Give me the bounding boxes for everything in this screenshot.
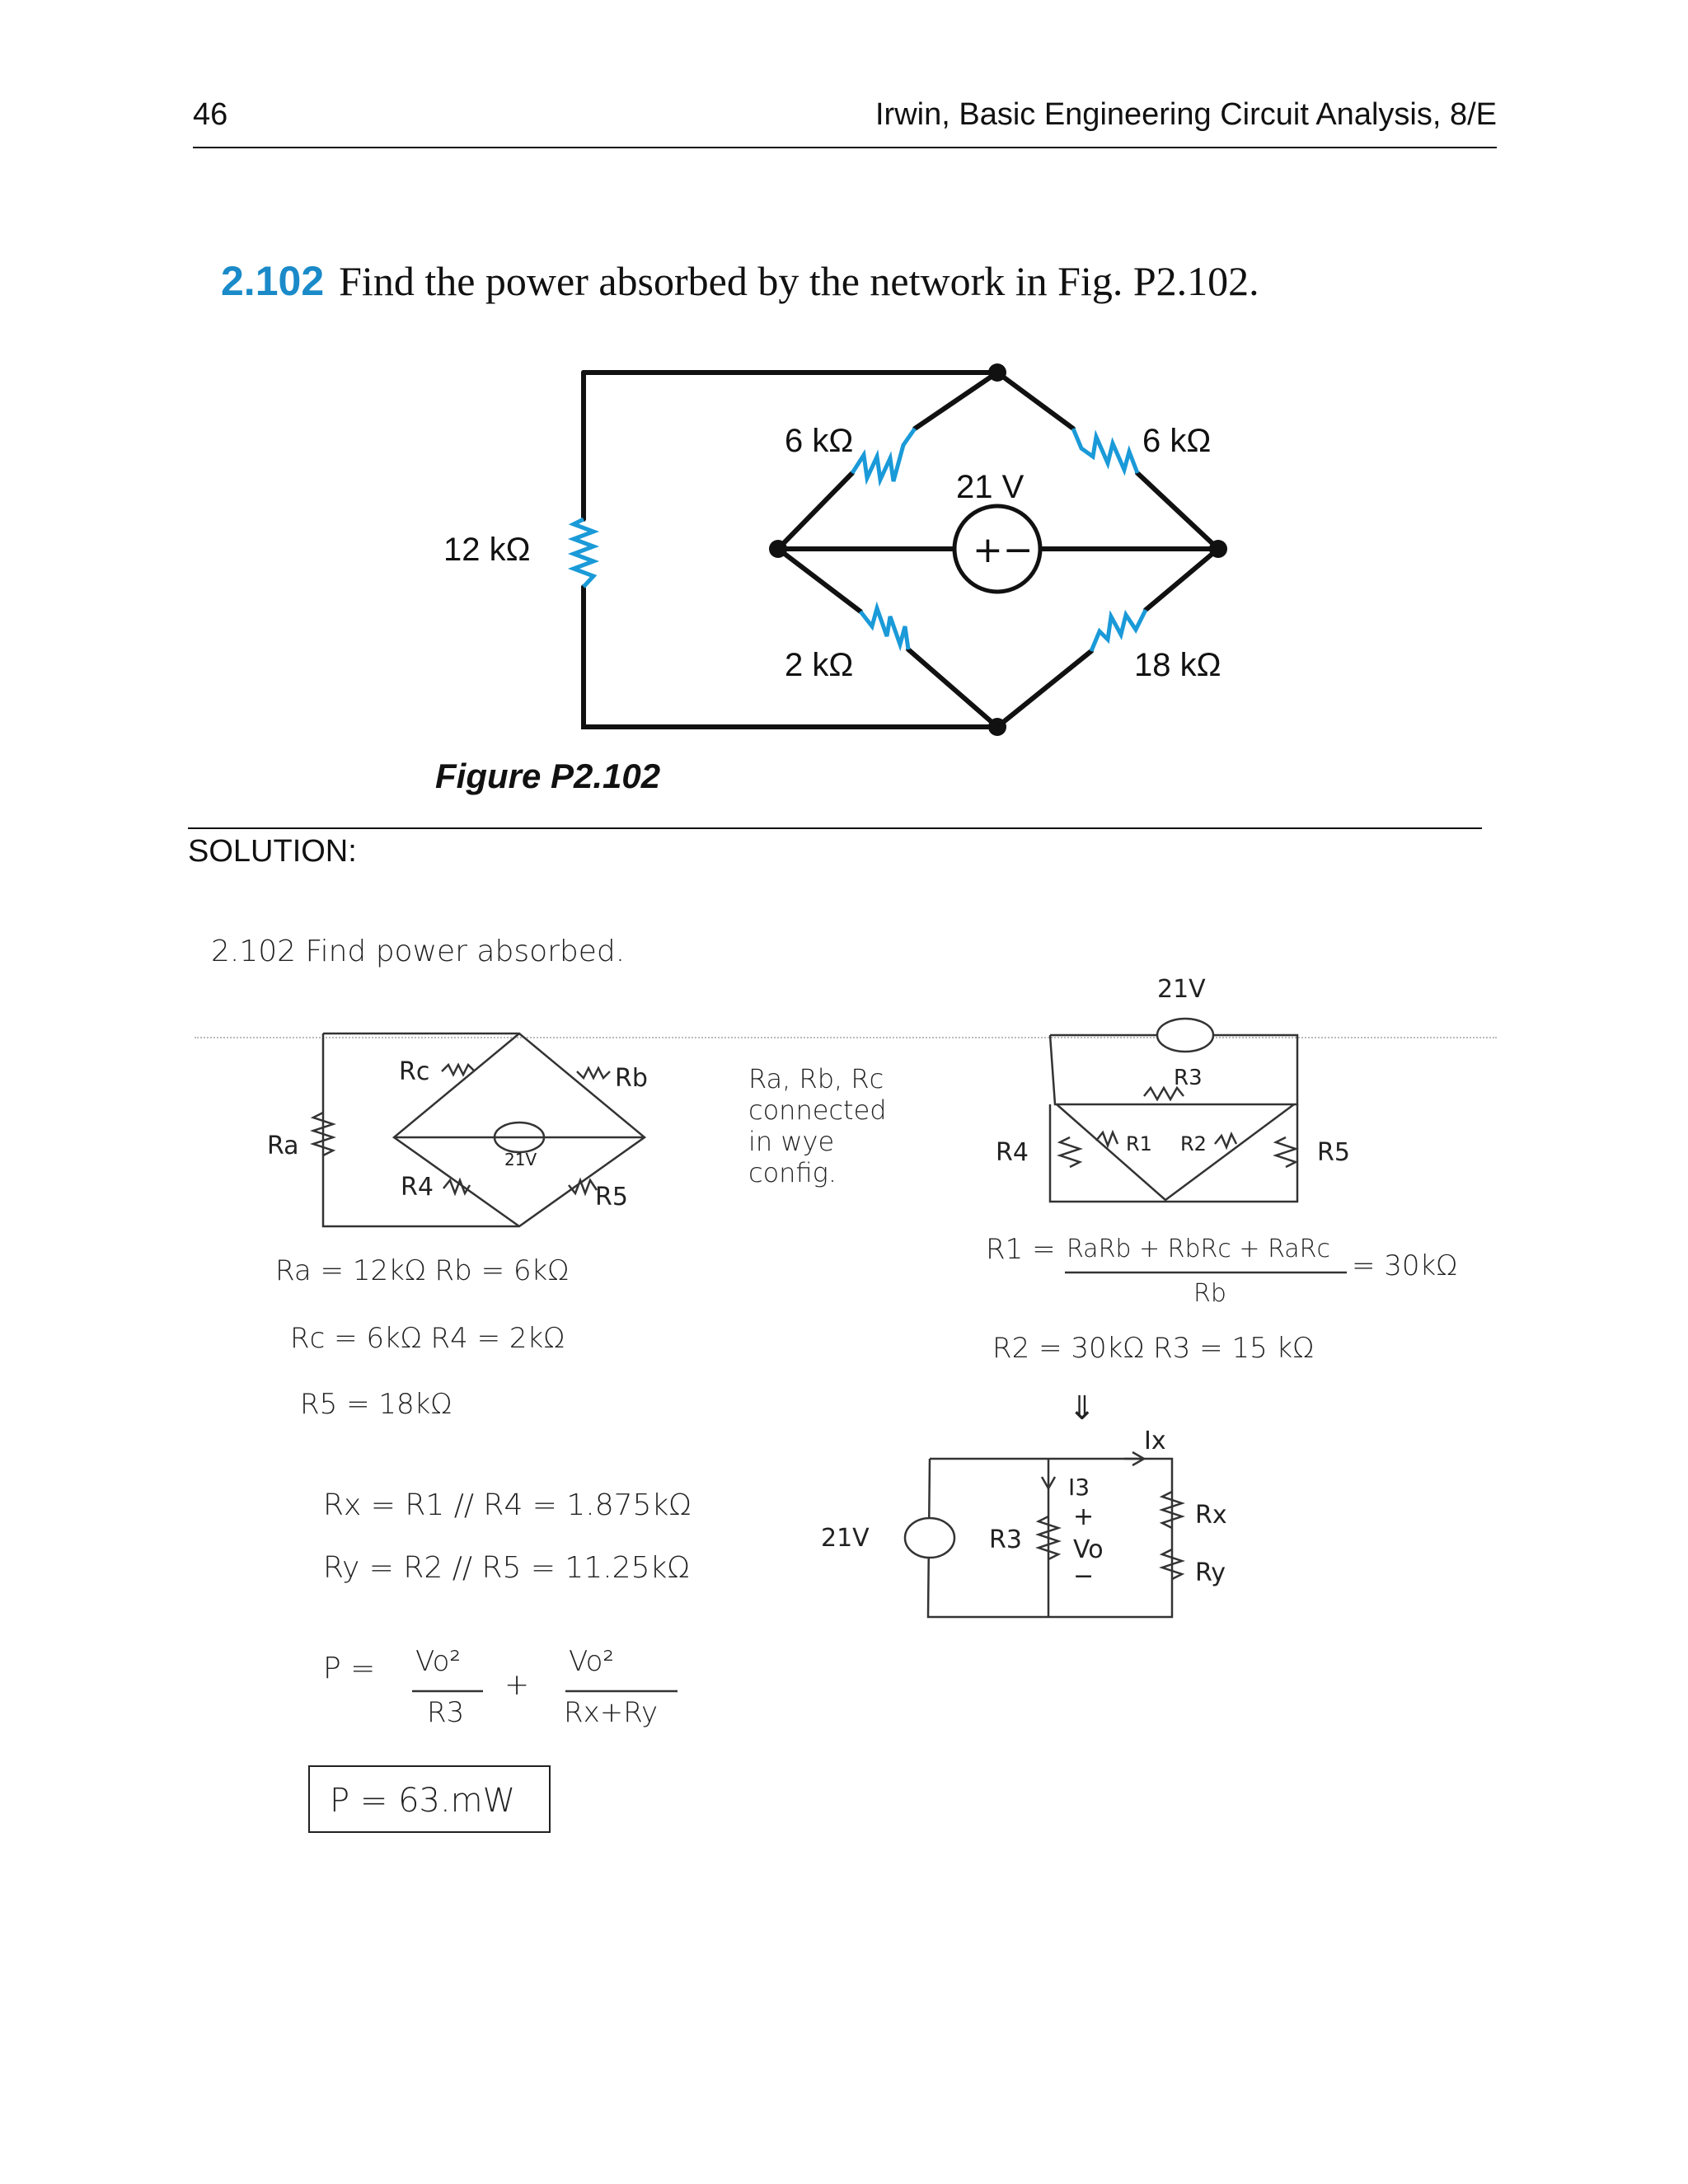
node-top [988,363,1006,382]
eq-p-term1-den: R3 [427,1696,465,1729]
label-2k: 2 kΩ [785,647,853,683]
eq-r2-r3: R2 = 30kΩ R3 = 15 kΩ [992,1332,1315,1365]
resistor-6k-top-left [850,427,917,487]
label-6k-left: 6 kΩ [785,423,853,459]
arrow-down: ⇓ [1068,1390,1096,1427]
label-18k: 18 kΩ [1134,647,1221,683]
page-number: 46 [193,97,228,132]
label-6k-right: 6 kΩ [1142,423,1211,459]
eq-p-term2-num: Vo² [569,1645,615,1678]
result-box: P = 63.mW [308,1765,551,1833]
sk3-i3: I3 [1068,1474,1090,1501]
value-line-1: Ra = 12kΩ Rb = 6kΩ [275,1254,570,1287]
problem-text: Find the power absorbed by the network i… [339,258,1259,304]
sk3-source: 21V [821,1524,870,1553]
sk1-r5: R5 [595,1183,628,1212]
note-line-3: in wye [748,1126,835,1157]
resistor-18k [1089,608,1148,652]
sk1-rc: Rc [399,1057,429,1086]
header-rule [193,147,1497,148]
wye-note: Ra, Rb, Rc connected in wye config. [748,1063,887,1188]
resistor-6k-top-right [1071,428,1140,476]
note-line-1: Ra, Rb, Rc [748,1063,884,1094]
sk2-r2: R2 [1180,1132,1207,1155]
running-head: Irwin, Basic Engineering Circuit Analysi… [875,97,1497,132]
node-right [1209,540,1227,558]
dotted-rule [195,1037,1497,1038]
label-21v: 21 V [956,469,1025,505]
eq-rx: Rx = R1 // R4 = 1.875kΩ [323,1488,692,1522]
sk3-vo: Vo [1073,1535,1104,1564]
sk2-r5: R5 [1317,1138,1350,1167]
eq-r1-denominator: Rb [1193,1279,1226,1308]
value-line-3: R5 = 18kΩ [300,1388,452,1421]
problem-statement: 2.102 Find the power absorbed by the netw… [221,257,1259,305]
solution-heading: SOLUTION: [188,834,357,869]
sk3-r3: R3 [989,1526,1022,1554]
resistor-12k [567,517,600,588]
solution-title: 2.102 Find power absorbed. [211,935,626,968]
sk2-r4: R4 [996,1138,1029,1167]
eq-p-term2-den: Rx+Ry [564,1696,659,1729]
sk1-ra: Ra [267,1132,299,1160]
eq-r1-numerator: RaRb + RbRc + RaRc [1067,1235,1331,1263]
eq-p-plus: + [504,1668,530,1702]
eq-p-term1-num: Vo² [415,1645,462,1678]
circuit-figure: +− 12 kΩ 6 kΩ 6 kΩ 21 V 2 kΩ 18 kΩ [443,363,1227,736]
label-12k: 12 kΩ [443,532,531,568]
sk2-source: 21V [1157,975,1206,1004]
sk1-rb: Rb [615,1064,648,1093]
problem-number: 2.102 [221,258,325,304]
resistor-2k [859,601,911,652]
eq-r1-result: = 30kΩ [1352,1249,1458,1282]
node-left [769,540,787,558]
node-bottom [988,718,1006,736]
sk2-r1: R1 [1126,1132,1152,1155]
eq-p-lhs: P = [323,1652,376,1685]
sk3-ix: Ix [1144,1427,1166,1455]
figure-caption: Figure P2.102 [435,757,661,795]
solution-rule [188,827,1482,829]
note-line-4: config. [748,1157,837,1188]
sk1-r4: R4 [401,1173,434,1202]
sk3-vo-minus: − [1073,1562,1094,1591]
voltage-source-symbol [952,504,1043,594]
value-line-2: Rc = 6kΩ R4 = 2kΩ [290,1322,565,1355]
sk3-ry: Ry [1195,1558,1226,1587]
source-polarity: +− [973,529,1034,571]
sk2-r3: R3 [1174,1066,1203,1090]
eq-r1-lhs: R1 = [986,1233,1056,1266]
sk1-source: 21V [504,1150,537,1169]
eq-ry: Ry = R2 // R5 = 11.25kΩ [323,1551,690,1585]
note-line-2: connected [748,1094,887,1126]
sk3-rx: Rx [1195,1501,1227,1530]
sk3-vo-plus: + [1073,1502,1094,1531]
